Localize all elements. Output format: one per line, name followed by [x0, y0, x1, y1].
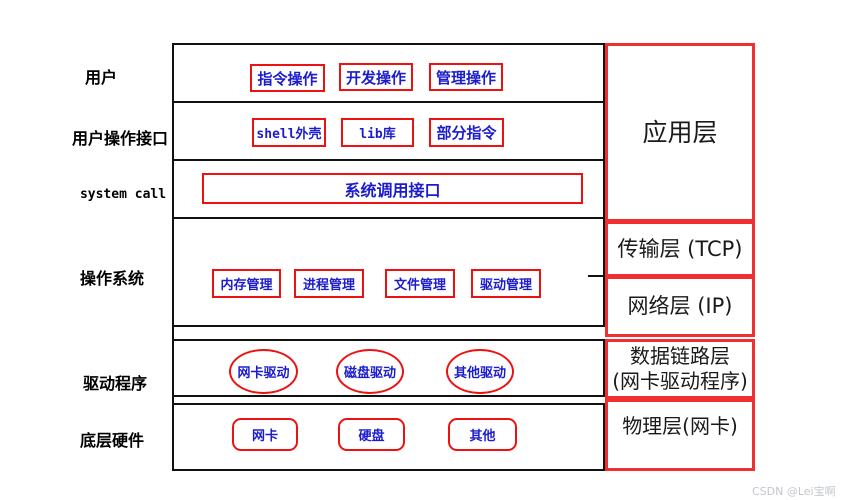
label-hardware: 底层硬件	[79, 431, 144, 450]
ellipse-other-driver: 其他驱动	[446, 349, 514, 394]
diagram-left-edge	[172, 43, 174, 471]
box-other-hw: 其他	[448, 418, 517, 451]
ellipse-disk-driver: 磁盘驱动	[336, 349, 404, 394]
box-memory-mgmt: 内存管理	[212, 269, 281, 298]
box-process-mgmt: 进程管理	[294, 269, 364, 298]
box-disk: 硬盘	[338, 418, 405, 451]
connector-tick	[588, 275, 605, 277]
label-driver: 驱动程序	[82, 374, 147, 393]
box-syscall-interface: 系统调用接口	[202, 173, 583, 204]
label-system-call: system call	[79, 187, 167, 202]
layer-transport: 传输层 (TCP)	[605, 221, 755, 277]
layer-datalink-line1: 数据链路层	[630, 344, 730, 368]
box-driver-mgmt: 驱动管理	[471, 269, 541, 298]
box-command-operation: 指令操作	[250, 64, 325, 92]
layer-datalink-line2: (网卡驱动程序)	[612, 369, 748, 393]
watermark: CSDN @Lei宝啊	[752, 485, 836, 498]
box-develop-operation: 开发操作	[339, 63, 413, 91]
label-user: 用户	[84, 68, 117, 87]
box-shell: shell外壳	[252, 118, 326, 147]
box-manage-operation: 管理操作	[429, 63, 503, 91]
box-lib: lib库	[341, 118, 414, 147]
layer-datalink: 数据链路层 (网卡驱动程序)	[605, 339, 755, 399]
label-user-interface: 用户操作接口	[71, 129, 168, 148]
layer-physical: 物理层(网卡)	[605, 399, 755, 471]
ellipse-nic-driver: 网卡驱动	[229, 349, 298, 394]
box-file-mgmt: 文件管理	[385, 269, 455, 298]
layer-application: 应用层	[605, 43, 755, 222]
layer-network: 网络层 (IP)	[605, 276, 755, 337]
box-nic: 网卡	[232, 418, 298, 451]
box-partial-commands: 部分指令	[429, 118, 504, 147]
label-os: 操作系统	[79, 269, 144, 288]
